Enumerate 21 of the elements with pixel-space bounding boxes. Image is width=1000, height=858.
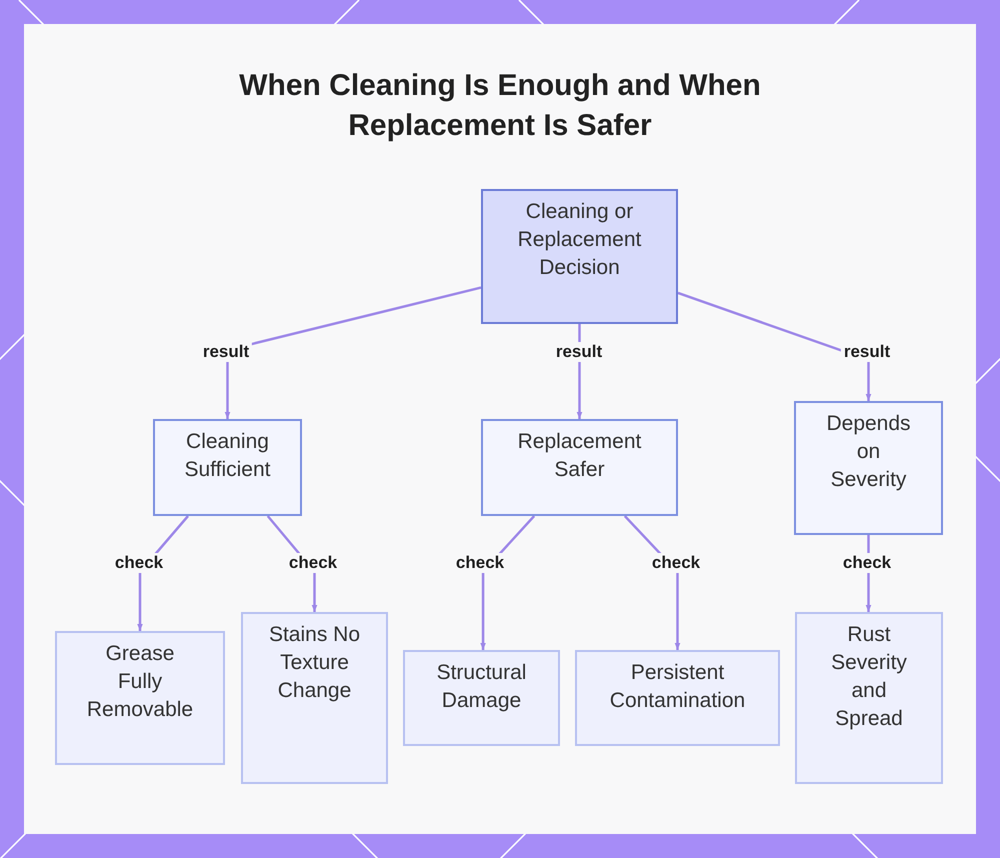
- node-label: Grease Fully Removable: [86, 641, 194, 723]
- title: When Cleaning Is Enough and When Replacement Is Safer: [238, 68, 762, 144]
- node-label: Persistent Contamination: [608, 660, 746, 714]
- flow-box: [241, 612, 388, 784]
- flow-box: [794, 401, 943, 535]
- flow-box: [575, 650, 780, 746]
- node-label: Replacement Safer: [516, 429, 642, 483]
- flow-box: [153, 419, 302, 516]
- node-label: Structural Damage: [436, 660, 528, 714]
- connector-arrow: [224, 286, 482, 419]
- node-label: Stains No Texture Change: [268, 622, 362, 704]
- flow-box: [481, 419, 678, 516]
- node-label: Depends on Severity: [825, 411, 912, 493]
- connector-arrow: [678, 292, 872, 401]
- flow-box: [55, 631, 225, 765]
- node-label: Cleaning Sufficient: [184, 429, 272, 483]
- flow-box: [481, 189, 678, 324]
- flow-box: [795, 612, 943, 784]
- node-label: Cleaning or Replacement Decision: [516, 199, 642, 281]
- node-label: Rust Severity and Spread: [830, 622, 908, 732]
- flow-box: [403, 650, 560, 746]
